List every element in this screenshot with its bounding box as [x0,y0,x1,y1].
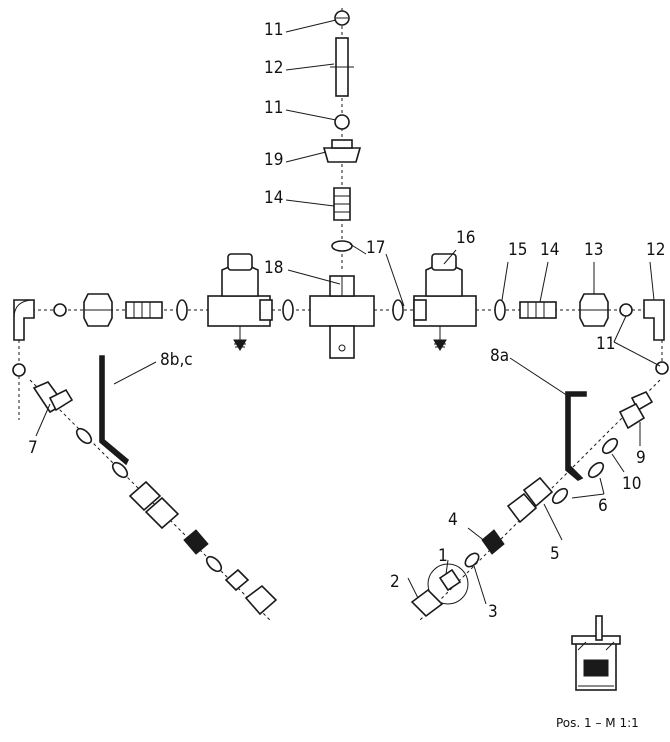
label-part-15: 15 [508,240,528,260]
label-part-19: 19 [264,150,284,170]
label-part-12-elbow: 12 [646,240,666,260]
label-part-8bc: 8b,c [160,350,193,370]
label-part-16: 16 [456,228,476,248]
tee-piece [309,275,375,359]
label-part-14-right: 14 [540,240,560,260]
part-19-cap [322,147,362,163]
detail-pos-1-inset [571,615,621,691]
left-valve [207,253,273,351]
left-diagonal-fitting-7 [32,381,74,414]
right-valve [413,253,477,351]
label-part-14-top: 14 [264,188,284,208]
part-11-ball-mid [334,114,350,130]
label-part-9: 9 [636,448,646,468]
vertical-assembly [322,8,362,270]
label-part-3: 3 [488,602,498,622]
leader-lines [35,19,661,605]
label-part-6: 6 [598,496,608,516]
label-part-5: 5 [550,544,560,564]
label-part-10: 10 [622,474,642,494]
label-part-2: 2 [390,572,400,592]
label-part-4: 4 [448,510,458,530]
label-part-12-pin: 12 [264,58,284,78]
label-part-11-mid: 11 [264,98,284,118]
label-part-11-top: 11 [264,20,284,40]
label-part-18: 18 [264,258,284,278]
label-part-1: 1 [438,546,448,566]
part-17-oring [331,240,353,252]
label-part-11-right: 11 [596,334,616,354]
left-elbow [12,299,35,420]
detail-caption: Pos. 1 – M 1:1 [556,716,639,730]
label-part-17: 17 [366,238,386,258]
label-part-7: 7 [28,438,38,458]
label-part-13: 13 [584,240,604,260]
label-part-8a: 8a [490,346,510,366]
left-diagonal-union [128,480,180,530]
right-diagonal-union [506,476,554,524]
